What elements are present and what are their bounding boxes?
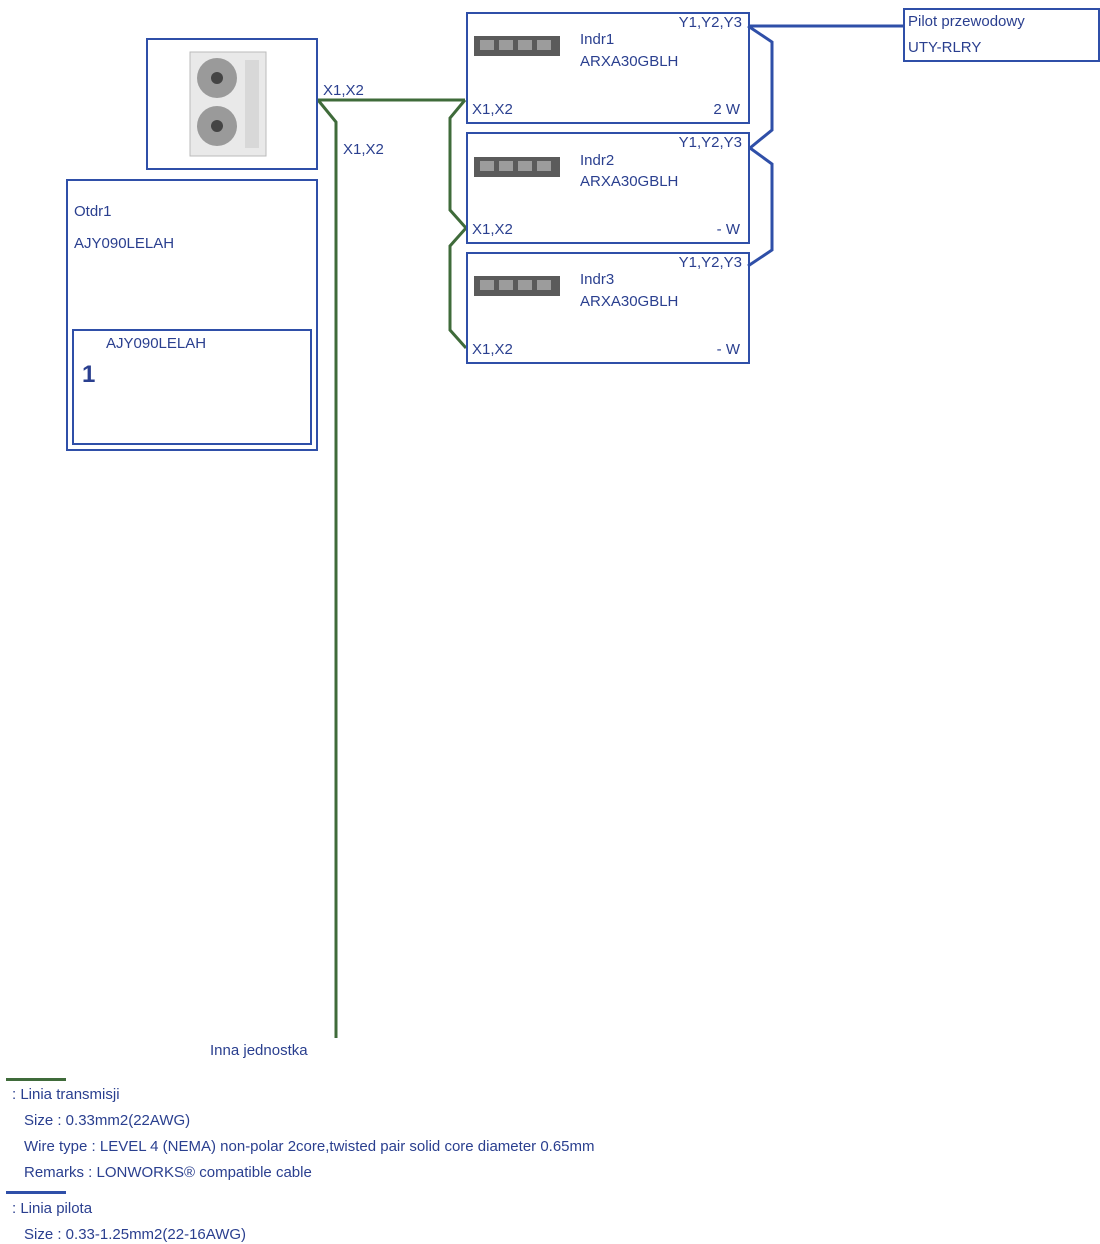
remote-controller-box[interactable]: Pilot przewodowy UTY-RLRY — [903, 8, 1100, 62]
indoor-unit-3[interactable]: Y1,Y2,Y3 Indr3 ARXA30GBLH X1,X2 - W — [466, 252, 750, 364]
legend-remote-title: : Linia pilota — [12, 1200, 93, 1217]
transmission-line — [316, 98, 468, 1038]
legend-transmission-size: Size : 0.33mm2(22AWG) — [24, 1112, 191, 1129]
indoor-port-yy: Y1,Y2,Y3 — [678, 134, 742, 151]
indoor-unit-name: Indr1 — [580, 31, 615, 48]
indoor-port-x: X1,X2 — [472, 101, 513, 118]
other-unit-label: Inna jednostka — [210, 1042, 308, 1059]
remote-line — [747, 24, 903, 268]
ducted-indoor-unit-icon — [474, 36, 560, 56]
outdoor-unit-name: Otdr1 — [74, 203, 112, 220]
outdoor-port-label: X1,X2 — [323, 82, 364, 99]
legend-transmission-title: : Linia transmisji — [12, 1086, 120, 1103]
outdoor-group-model: AJY090LELAH — [106, 335, 207, 352]
legend-remote-line-sample — [6, 1191, 66, 1194]
indoor-watts: - W — [716, 341, 740, 358]
outdoor-unit-box[interactable]: Otdr1 AJY090LELAH AJY090LELAH 1 — [66, 179, 318, 451]
outdoor-unit-icon — [189, 51, 267, 157]
outdoor-group-box[interactable]: AJY090LELAH 1 — [72, 329, 312, 445]
ducted-indoor-unit-icon — [474, 276, 560, 296]
indoor-port-x: X1,X2 — [472, 341, 513, 358]
outdoor-group-number: 1 — [82, 361, 96, 388]
indoor-watts: 2 W — [713, 101, 740, 118]
indoor-unit-model: ARXA30GBLH — [580, 173, 679, 190]
legend-transmission-line-sample — [6, 1078, 66, 1081]
legend-transmission-wire-type: Wire type : LEVEL 4 (NEMA) non-polar 2co… — [24, 1138, 595, 1155]
legend-transmission-remarks: Remarks : LONWORKS® compatible cable — [24, 1164, 312, 1181]
outdoor-drop-port-label: X1,X2 — [343, 141, 384, 158]
ducted-indoor-unit-icon — [474, 157, 560, 177]
indoor-port-x: X1,X2 — [472, 221, 513, 238]
indoor-watts: - W — [716, 221, 740, 238]
indoor-unit-1[interactable]: Y1,Y2,Y3 Indr1 ARXA30GBLH X1,X2 2 W — [466, 12, 750, 124]
indoor-port-yy: Y1,Y2,Y3 — [678, 254, 742, 271]
indoor-unit-name: Indr2 — [580, 152, 615, 169]
outdoor-unit-frame[interactable] — [146, 38, 318, 170]
indoor-unit-model: ARXA30GBLH — [580, 293, 679, 310]
outdoor-unit-model: AJY090LELAH — [74, 235, 175, 252]
remote-title: Pilot przewodowy — [908, 13, 1025, 30]
indoor-port-yy: Y1,Y2,Y3 — [678, 14, 742, 31]
legend-remote-size: Size : 0.33-1.25mm2(22-16AWG) — [24, 1226, 247, 1243]
indoor-unit-2[interactable]: Y1,Y2,Y3 Indr2 ARXA30GBLH X1,X2 - W — [466, 132, 750, 244]
remote-model: UTY-RLRY — [908, 39, 982, 56]
indoor-unit-name: Indr3 — [580, 271, 615, 288]
indoor-unit-model: ARXA30GBLH — [580, 53, 679, 70]
